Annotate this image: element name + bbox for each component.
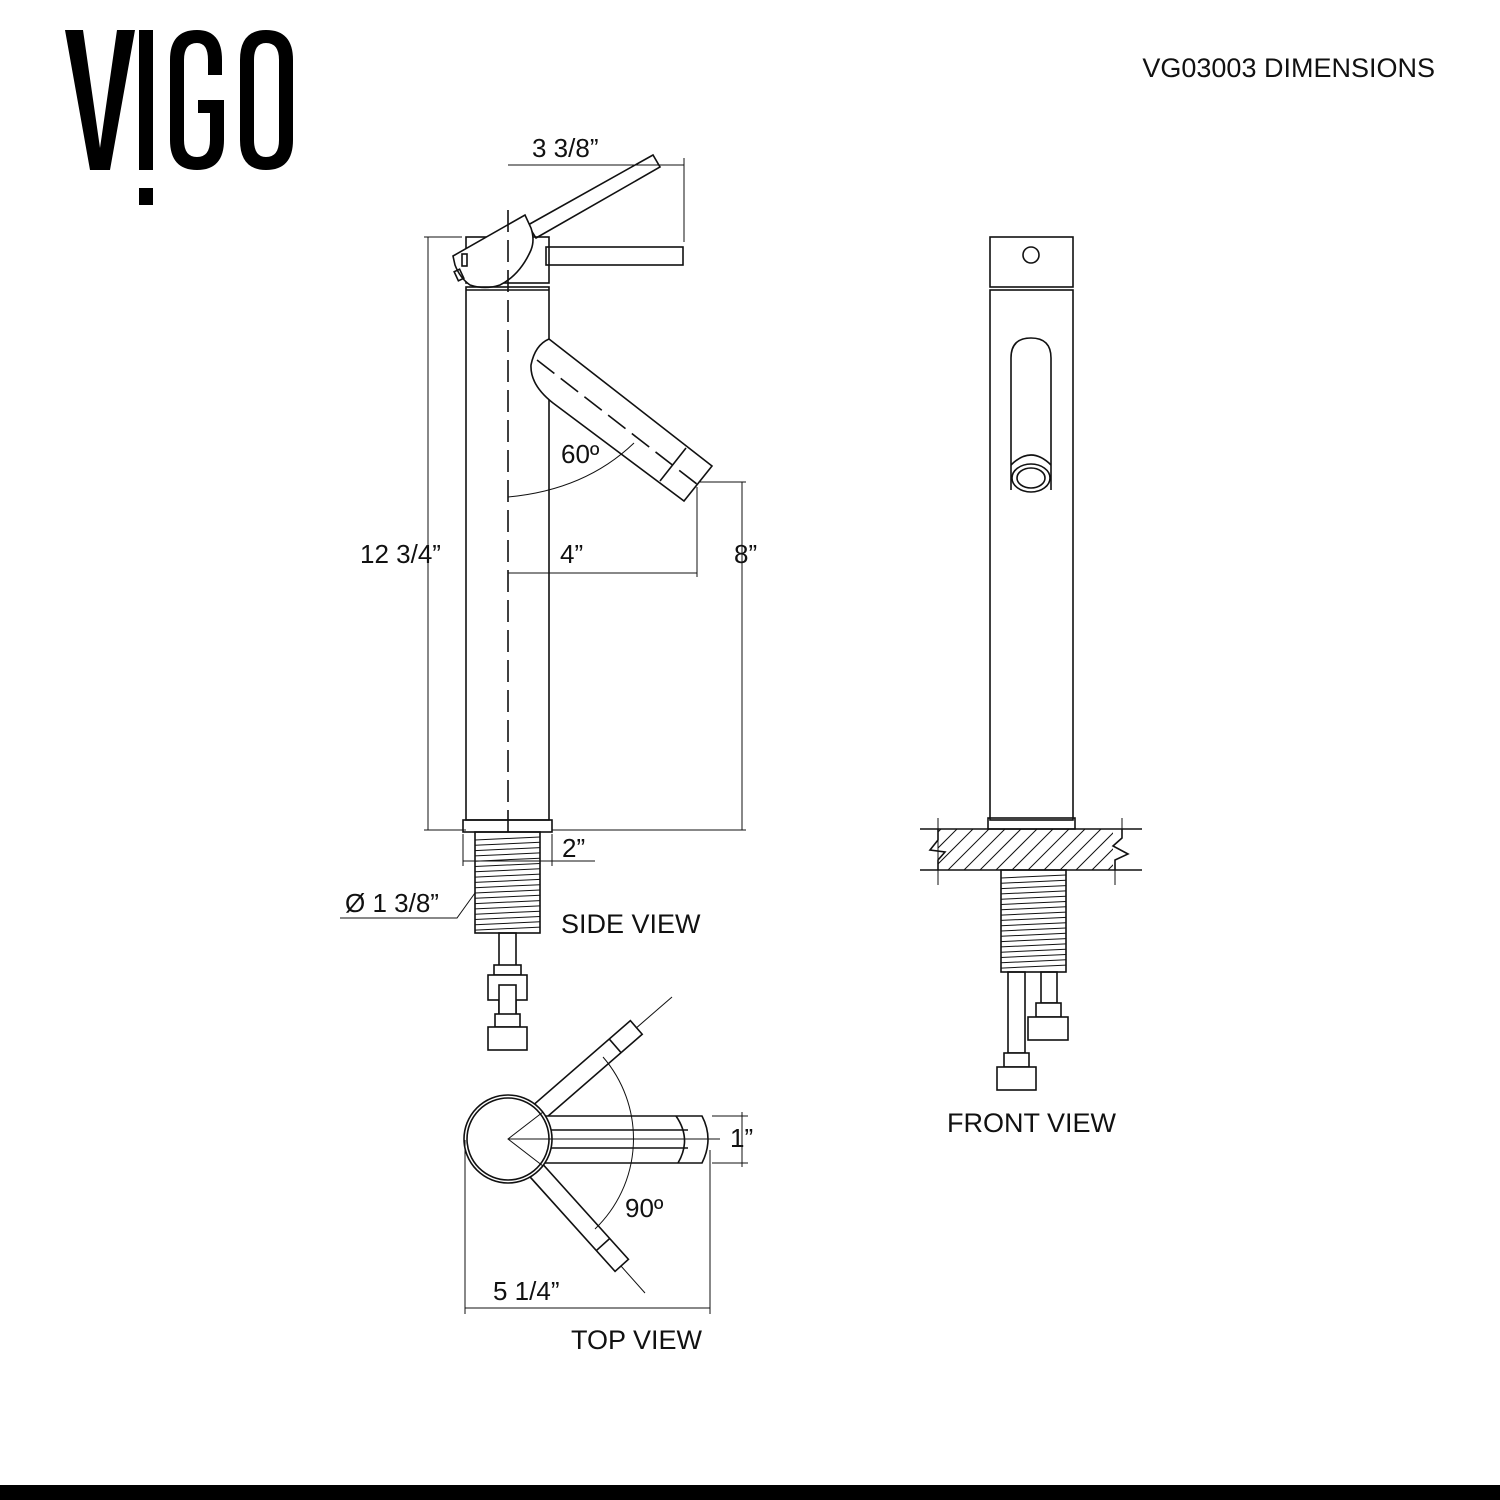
dim-total-height: 12 3/4” [360, 539, 441, 569]
lever-position-left [531, 1019, 644, 1121]
thread-line [1000, 948, 1067, 953]
thread-line [1000, 901, 1067, 905]
thread-line [1000, 959, 1067, 964]
thread-line [1000, 922, 1067, 927]
threaded-shank [1000, 869, 1067, 973]
hatch-line [947, 829, 990, 870]
thread-line [474, 873, 541, 878]
hatch-line [1059, 829, 1102, 870]
spout [530, 338, 714, 503]
aerator [1011, 463, 1051, 493]
dim-shank-diameter: Ø 1 3/8” [345, 888, 439, 918]
thread-line [474, 852, 541, 857]
thread-line [1000, 938, 1067, 943]
thread-line [1000, 964, 1067, 969]
top-view-label: TOP VIEW [571, 1325, 703, 1355]
front-view: FRONT VIEW [920, 236, 1197, 1138]
hatch-line [963, 829, 1006, 870]
thread-line [474, 889, 541, 894]
top-view: 1” 90º 5 1/4” TOP VIEW [463, 996, 753, 1355]
thread-line [1000, 954, 1067, 958]
thread-line [1000, 911, 1067, 916]
thread-line [1000, 890, 1067, 895]
page-title: VG03003 DIMENSIONS [1142, 53, 1435, 83]
thread-line [1000, 927, 1067, 932]
hatch-line [1075, 832, 1113, 870]
handle-hole [1022, 246, 1040, 264]
thread-line [474, 910, 541, 915]
handle-head [452, 213, 534, 289]
hatch-line [938, 829, 958, 849]
dim-spout-width: 1” [730, 1123, 753, 1153]
raised-lever [526, 153, 662, 240]
angle-arc [507, 442, 635, 498]
thread-line [1000, 879, 1067, 884]
hatch-line [995, 829, 1038, 870]
hatch-line [1140, 829, 1181, 870]
dim-spout-reach: 4” [560, 539, 583, 569]
thread-line [474, 841, 541, 846]
vigo-logo [65, 30, 293, 205]
side-view-label: SIDE VIEW [561, 909, 701, 939]
handle-cap [989, 236, 1074, 288]
thread-line [474, 916, 541, 920]
lever-position-right [526, 1161, 630, 1273]
front-view-label: FRONT VIEW [947, 1108, 1117, 1138]
hatch-line [979, 829, 1022, 870]
hatch-line [1107, 864, 1113, 870]
hatch-line [1027, 829, 1070, 870]
dim-spout-height: 8” [734, 539, 757, 569]
thread-line [474, 863, 541, 867]
hatch-line [1156, 829, 1197, 870]
supply-lines [996, 971, 1069, 1091]
side-view: 3 3/8” 12 3/4” 60º 4” 8” 2” Ø 1 3/8” SID… [340, 133, 757, 1051]
dim-spout-angle: 60º [561, 439, 600, 469]
threaded-shank [474, 831, 541, 934]
hatch-line [938, 829, 942, 833]
thread-line [474, 894, 541, 899]
thread-line [474, 905, 541, 910]
thread-line [474, 900, 541, 905]
rotation-arc [594, 1056, 634, 1230]
dim-overall-depth: 5 1/4” [493, 1276, 560, 1306]
dim-shank-length: 2” [562, 833, 585, 863]
thread-line [1000, 932, 1067, 937]
thread-line [474, 926, 541, 931]
lever [545, 246, 684, 266]
hatch-line [938, 829, 974, 865]
thread-line [1000, 916, 1067, 921]
dimension-lines [464, 1112, 748, 1314]
thread-line [474, 921, 541, 926]
thread-line [474, 878, 541, 883]
hatch-line [1091, 848, 1113, 870]
thread-line [1000, 943, 1067, 948]
hatch-line [1011, 829, 1054, 870]
thread-line [474, 847, 541, 852]
dim-handle-reach: 3 3/8” [532, 133, 599, 163]
thread-line [474, 884, 541, 889]
thread-line [1000, 885, 1067, 890]
thread-line [1000, 906, 1067, 911]
footer-bar [0, 1485, 1500, 1500]
supply-line [487, 932, 528, 1051]
thread-line [474, 836, 541, 841]
spout-front [1010, 337, 1052, 490]
thread-line [1000, 895, 1067, 900]
thread-line [474, 868, 541, 873]
dimension-lines [340, 158, 746, 919]
hatch-line [1124, 829, 1165, 870]
dim-handle-rotation: 90º [625, 1193, 664, 1223]
thread-line [1000, 874, 1067, 879]
hatch-line [1043, 829, 1086, 870]
faucet-body [989, 289, 1074, 821]
countertop-section [920, 818, 1197, 885]
